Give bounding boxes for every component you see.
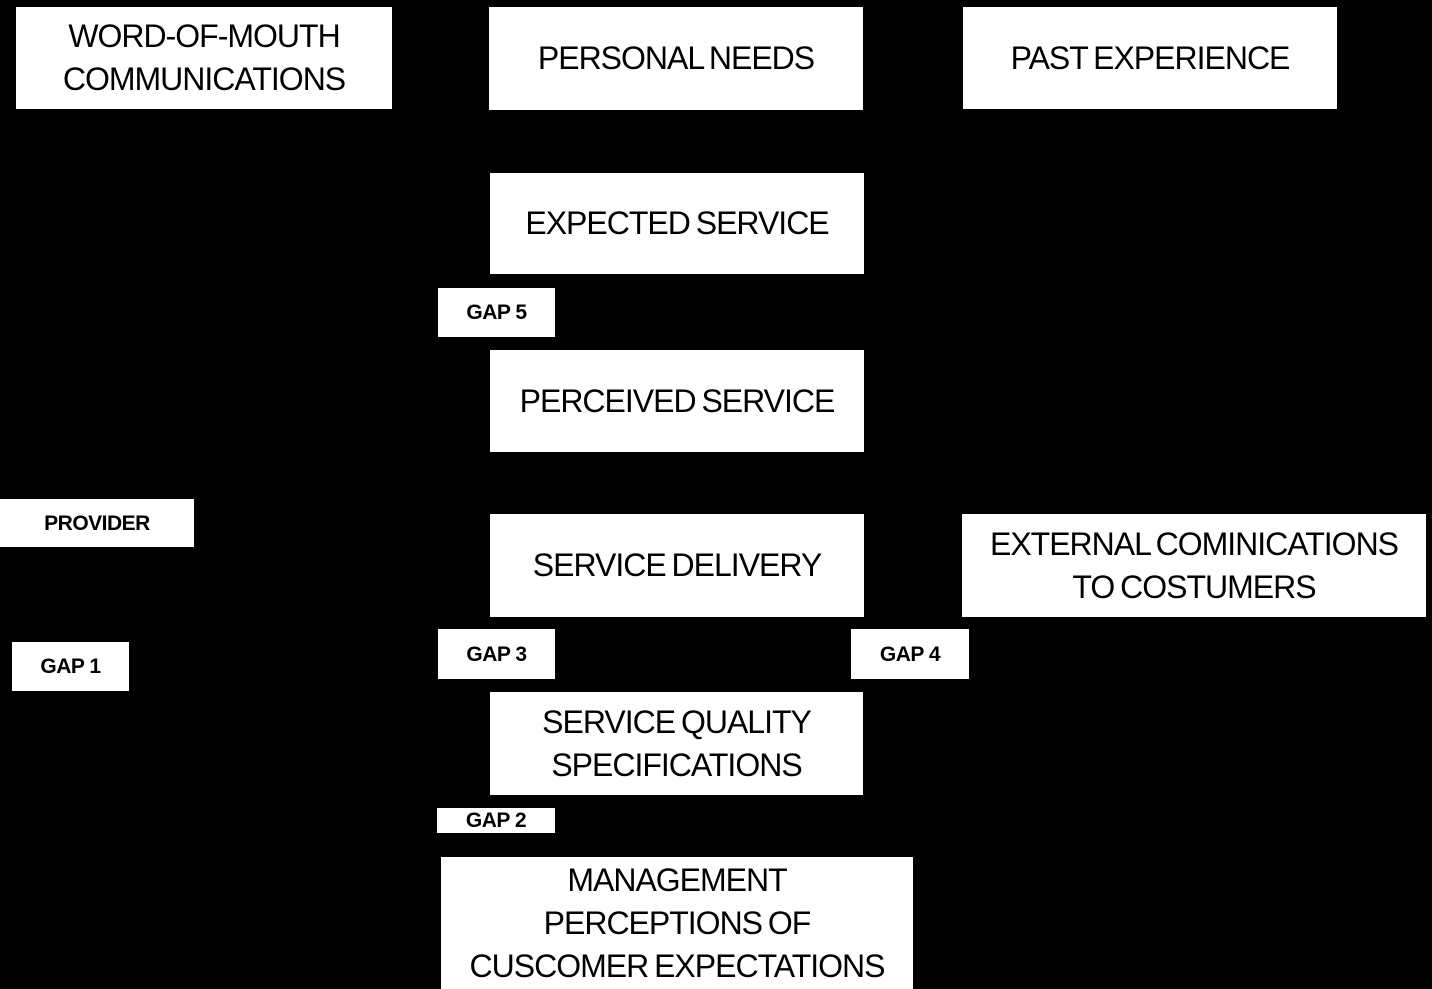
node-gap-3: GAP 3 (438, 629, 555, 679)
node-label: WORD-OF-MOUTH (68, 18, 340, 54)
node-label: GAP 3 (466, 642, 527, 666)
node-label: CUSCOMER EXPECTATIONS (469, 947, 886, 984)
node-management-perceptions-of-cuscomer-expectations: MANAGEMENT PERCEPTIONS OF CUSCOMER EXPEC… (441, 857, 913, 989)
node-label: GAP 5 (466, 301, 527, 324)
node-provider: PROVIDER (0, 499, 194, 547)
node-label: PERCEPTIONS OF (543, 904, 812, 941)
node-label: PERSONAL NEEDS (537, 40, 815, 76)
node-label: COMMUNICATIONS (62, 61, 346, 97)
node-expected-service: EXPECTED SERVICE (490, 173, 864, 274)
node-gap-5: GAP 5 (438, 288, 555, 337)
node-word-of-mouth-communications: WORD-OF-MOUTH COMMUNICATIONS (16, 7, 392, 109)
node-label: EXTERNAL COMINICATIONS (989, 525, 1399, 562)
node-service-quality-specifications: SERVICE QUALITY SPECIFICATIONS (490, 692, 863, 795)
node-label: PAST EXPERIENCE (1010, 39, 1291, 76)
node-perceived-service: PERCEIVED SERVICE (490, 350, 864, 452)
node-label: SERVICE DELIVERY (532, 547, 822, 583)
node-label: GAP 4 (879, 642, 941, 666)
node-gap-1: GAP 1 (12, 642, 129, 691)
node-label: PERCEIVED SERVICE (519, 382, 836, 419)
node-label: MANAGEMENT (567, 861, 787, 898)
node-label: PROVIDER (44, 511, 150, 535)
node-gap-2: GAP 2 (437, 808, 555, 833)
node-label: TO COSTUMERS (1072, 568, 1316, 605)
node-label: GAP 2 (465, 809, 527, 832)
node-external-cominications-to-costumers: EXTERNAL COMINICATIONS TO COSTUMERS (962, 514, 1426, 617)
node-personal-needs: PERSONAL NEEDS (489, 7, 863, 110)
node-gap-4: GAP 4 (851, 629, 969, 679)
node-label: EXPECTED SERVICE (525, 205, 829, 241)
node-service-delivery: SERVICE DELIVERY (490, 514, 864, 617)
node-label: SPECIFICATIONS (551, 746, 802, 783)
node-label: GAP 1 (40, 655, 101, 678)
node-past-experience: PAST EXPERIENCE (963, 7, 1337, 109)
node-label: SERVICE QUALITY (542, 703, 812, 740)
